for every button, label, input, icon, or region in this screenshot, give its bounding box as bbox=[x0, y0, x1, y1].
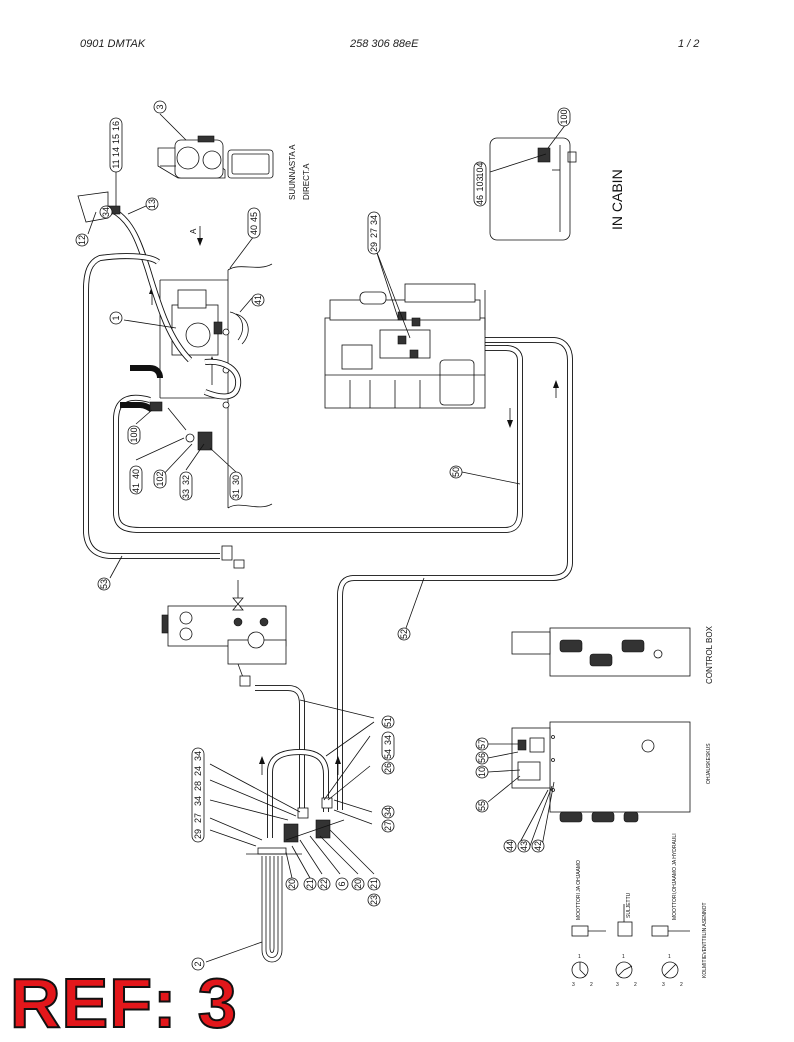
ohjauskeskus-box bbox=[511, 721, 691, 823]
direction-a-detail bbox=[157, 135, 274, 179]
callout-circle bbox=[153, 100, 167, 114]
callout-16: 16 bbox=[111, 121, 121, 131]
control-box-front bbox=[511, 627, 691, 677]
valve-pos-3-b: 1 bbox=[668, 954, 671, 960]
callout-24: 24 bbox=[193, 766, 203, 776]
callout-102: 102 bbox=[155, 471, 165, 486]
callout-6: 6 bbox=[337, 881, 347, 886]
engine-bay bbox=[149, 263, 273, 509]
moottori-ohjaamo-hydrauli-label: MOOTTORI,OHJAAMO JA HYDRAULI bbox=[672, 833, 678, 920]
callout-34c: 34 bbox=[383, 735, 393, 745]
coolant-hoses bbox=[83, 207, 573, 838]
ref-stamp: REF: 3 bbox=[9, 964, 238, 1042]
callout-29a: 29 bbox=[369, 242, 379, 252]
callouts: 3 11 14 15 16 12 34 13 40 45 41 1 100 41… bbox=[75, 100, 571, 971]
callout-41: 41 bbox=[253, 295, 263, 305]
suljettu-label: SULJETTU bbox=[626, 892, 632, 918]
kolmitieventtiilin-label: KOLMITIEVENTTIILIN ASENNOT bbox=[702, 902, 708, 978]
callout-26a: 26 bbox=[383, 763, 393, 773]
callout-44: 44 bbox=[505, 841, 515, 851]
callout-51: 51 bbox=[383, 717, 393, 727]
coolant-heater-element bbox=[246, 797, 345, 963]
callout-21b: 21 bbox=[369, 879, 379, 889]
callout-55: 55 bbox=[477, 801, 487, 811]
callout-12: 12 bbox=[77, 235, 87, 245]
callout-22: 22 bbox=[319, 879, 329, 889]
callout-41b: 41 bbox=[131, 483, 141, 493]
header-document-number: 258 306 88eE bbox=[350, 38, 419, 50]
callout-104: 104 bbox=[475, 162, 485, 177]
callout-34a: 34 bbox=[101, 207, 111, 217]
callout-30: 30 bbox=[231, 475, 241, 485]
callout-20b: 20 bbox=[353, 879, 363, 889]
in-cabin-label: IN CABIN bbox=[609, 169, 625, 230]
callout-56: 56 bbox=[477, 753, 487, 763]
callout-46: 46 bbox=[475, 195, 485, 205]
callout-23: 23 bbox=[369, 895, 379, 905]
callout-40: 40 bbox=[249, 225, 259, 235]
callout-21a: 21 bbox=[305, 879, 315, 889]
callout-32: 32 bbox=[181, 475, 191, 485]
callout-54: 54 bbox=[383, 749, 393, 759]
heater-unit bbox=[161, 545, 287, 687]
callout-34e: 34 bbox=[193, 751, 203, 761]
valve-pos-1-a: 3 bbox=[572, 982, 575, 988]
in-cabin-unit bbox=[489, 123, 577, 241]
direct-label: DIRECT.A bbox=[302, 163, 311, 200]
callout-100b: 100 bbox=[559, 109, 569, 124]
valve-legend bbox=[571, 904, 690, 979]
callout-31: 31 bbox=[231, 489, 241, 499]
callout-103: 103 bbox=[475, 176, 485, 191]
callout-10: 10 bbox=[477, 767, 487, 777]
header-left: 0901 DMTAK bbox=[80, 38, 146, 50]
callout-27c: 27 bbox=[193, 813, 203, 823]
callout-29b: 29 bbox=[193, 829, 203, 839]
callout-43: 43 bbox=[519, 841, 529, 851]
header-page-number: 1 / 2 bbox=[678, 38, 700, 50]
callout-20a: 20 bbox=[287, 879, 297, 889]
control-box-label: CONTROL BOX bbox=[705, 625, 714, 684]
callout-14: 14 bbox=[111, 147, 121, 157]
callout-27b: 27 bbox=[383, 821, 393, 831]
callout-34b: 34 bbox=[369, 215, 379, 225]
callout-34d: 34 bbox=[383, 807, 393, 817]
moottori-ohjaamo-label: MOOTTORI JA OHJAAMO bbox=[576, 860, 582, 920]
callout-53: 53 bbox=[99, 579, 109, 589]
callout-11: 11 bbox=[111, 159, 121, 168]
callout-2: 2 bbox=[193, 961, 203, 966]
callout-3: 3 bbox=[155, 104, 165, 109]
engine-assembly bbox=[324, 249, 486, 409]
callout-28: 28 bbox=[193, 781, 203, 791]
valve-pos-3-a: 3 bbox=[662, 982, 665, 988]
callout-13: 13 bbox=[147, 199, 157, 209]
callout-27a: 27 bbox=[369, 228, 379, 238]
callout-34f: 34 bbox=[193, 796, 203, 806]
valve-pos-2-a: 3 bbox=[616, 982, 619, 988]
view-a-label: A bbox=[189, 228, 198, 234]
callout-42: 42 bbox=[533, 841, 543, 851]
ohjauskeskus-label: OHJAUSKESKUS bbox=[706, 743, 712, 784]
suunnasta-label: SUUNNASTA A bbox=[288, 144, 297, 200]
callout-15: 15 bbox=[111, 134, 121, 144]
callout-100a: 100 bbox=[129, 427, 139, 442]
callout-50: 50 bbox=[451, 467, 461, 477]
valve-pos-3-c: 2 bbox=[680, 982, 683, 988]
valve-pos-1-c: 2 bbox=[590, 982, 593, 988]
callout-40b: 40 bbox=[131, 469, 141, 479]
valve-pos-1-b: 1 bbox=[578, 954, 581, 960]
callout-33: 33 bbox=[181, 489, 191, 499]
callout-57: 57 bbox=[477, 739, 487, 749]
valve-pos-2-c: 2 bbox=[634, 982, 637, 988]
callout-45: 45 bbox=[249, 212, 259, 222]
callout-1: 1 bbox=[111, 315, 121, 320]
leader-lines bbox=[87, 113, 555, 963]
callout-52: 52 bbox=[399, 629, 409, 639]
valve-pos-2-b: 1 bbox=[622, 954, 625, 960]
